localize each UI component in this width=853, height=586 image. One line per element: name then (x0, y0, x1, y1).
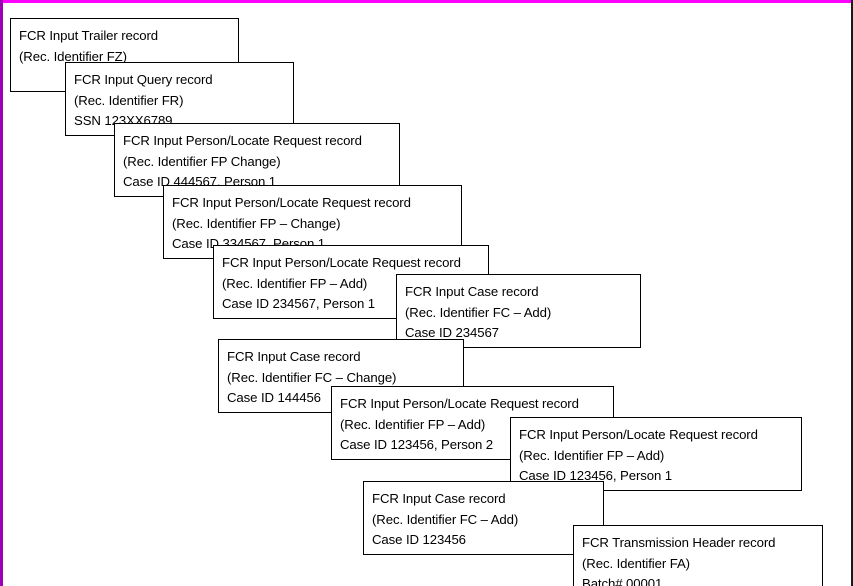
record-box-line-2: (Rec. Identifier FC – Add) (372, 511, 519, 527)
record-box-line-1: FCR Input Person/Locate Request record (519, 427, 758, 442)
record-box-line-2: (Rec. Identifier FP Change) (123, 153, 281, 169)
record-box-line-1: FCR Input Person/Locate Request record (172, 195, 411, 210)
record-box-line-2: (Rec. Identifier FP – Add) (222, 275, 368, 291)
fcr-input-case-record-123456: FCR Input Case record (Rec. Identifier FC… (363, 481, 604, 555)
record-box-line-3: Batch# 00001 (582, 576, 663, 586)
record-box-line-1: FCR Transmission Header record (582, 535, 776, 550)
record-box-line-2: (Rec. Identifier FP – Add) (340, 416, 486, 432)
record-box-line-2: (Rec. Identifier FZ) (19, 48, 127, 64)
record-box-line-2: (Rec. Identifier FC – Change) (227, 369, 397, 385)
fcr-input-person-locate-request-record-123456-person-1: FCR Input Person/Locate Request record (R… (510, 417, 802, 491)
frame-right-border (851, 0, 853, 586)
frame-top-border (0, 0, 853, 3)
record-box-line-2: (Rec. Identifier FR) (74, 92, 184, 108)
record-box-line-1: FCR Input Trailer record (19, 28, 159, 43)
record-box-line-3: Case ID 123456, Person 2 (340, 437, 494, 452)
record-box-line-1: FCR Input Person/Locate Request record (340, 396, 579, 411)
record-box-line-3: Case ID 144456 (227, 390, 321, 405)
fcr-input-case-record-234567: FCR Input Case record (Rec. Identifier FC… (396, 274, 641, 348)
record-box-line-1: FCR Input Case record (372, 491, 506, 506)
record-box-line-2: (Rec. Identifier FP – Add) (519, 447, 665, 463)
fcr-input-person-locate-request-record-444567: FCR Input Person/Locate Request record (R… (114, 123, 400, 197)
fcr-transmission-header-record: FCR Transmission Header record (Rec. Iden… (573, 525, 823, 586)
record-box-line-2: (Rec. Identifier FC – Add) (405, 304, 552, 320)
record-box-line-3: Case ID 123456, Person 1 (519, 468, 673, 483)
record-box-line-3: Case ID 234567, Person 1 (222, 296, 376, 311)
record-box-line-2: (Rec. Identifier FA) (582, 555, 690, 571)
record-box-line-2: (Rec. Identifier FP – Change) (172, 215, 341, 231)
record-box-line-3: Case ID 234567 (405, 325, 499, 340)
record-box-line-1: FCR Input Query record (74, 72, 213, 87)
record-box-line-1: FCR Input Case record (227, 349, 361, 364)
record-box-line-3: Case ID 123456 (372, 532, 466, 547)
record-box-line-1: FCR Input Person/Locate Request record (222, 255, 461, 270)
record-box-line-1: FCR Input Person/Locate Request record (123, 133, 362, 148)
record-box-line-1: FCR Input Case record (405, 284, 539, 299)
frame-left-border (0, 0, 3, 586)
